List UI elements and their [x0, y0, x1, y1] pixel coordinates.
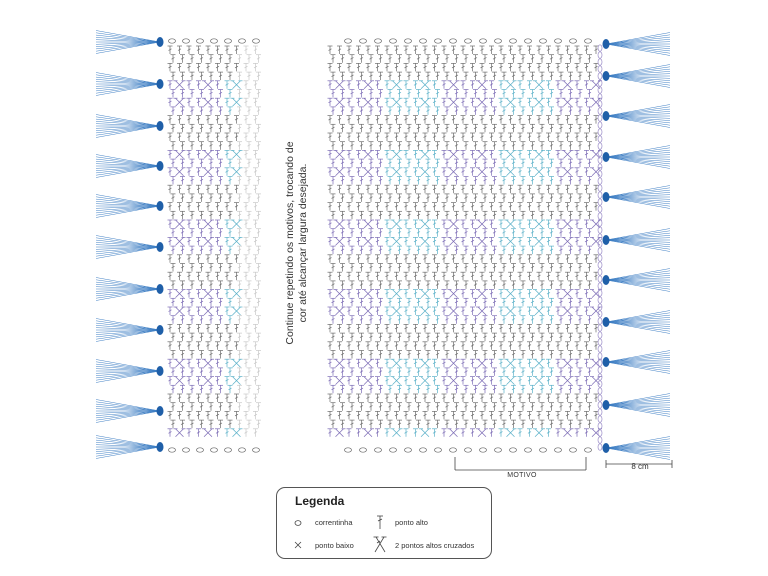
right-chart-section	[327, 38, 602, 453]
left-fringe-group	[95, 30, 164, 459]
legend-label-crossed-double-crochet: 2 pontos altos cruzados	[395, 541, 475, 550]
scale-bar	[605, 460, 673, 468]
legend-label-chain: correntinha	[315, 518, 353, 527]
chain-icon	[294, 520, 302, 526]
double-crochet-icon	[377, 515, 383, 529]
legend-label-double-crochet: ponto alto	[395, 518, 428, 527]
legend-box: Legenda correntinha ponto baixo ponto al…	[276, 487, 492, 559]
continuation-note: Continue repetindo os motivos, trocando …	[284, 141, 309, 345]
legend-label-single-crochet: ponto baixo	[315, 541, 354, 550]
left-chart-section	[167, 38, 261, 453]
right-chain-edge	[597, 44, 603, 451]
motif-bracket	[454, 457, 587, 471]
scale-label: 8 cm	[631, 462, 649, 471]
motif-label: MOTIVO	[507, 472, 537, 479]
legend-title: Legenda	[295, 494, 345, 508]
single-crochet-icon	[294, 541, 302, 549]
crossed-double-crochet-icon	[373, 536, 387, 553]
right-fringe-group	[602, 32, 671, 460]
